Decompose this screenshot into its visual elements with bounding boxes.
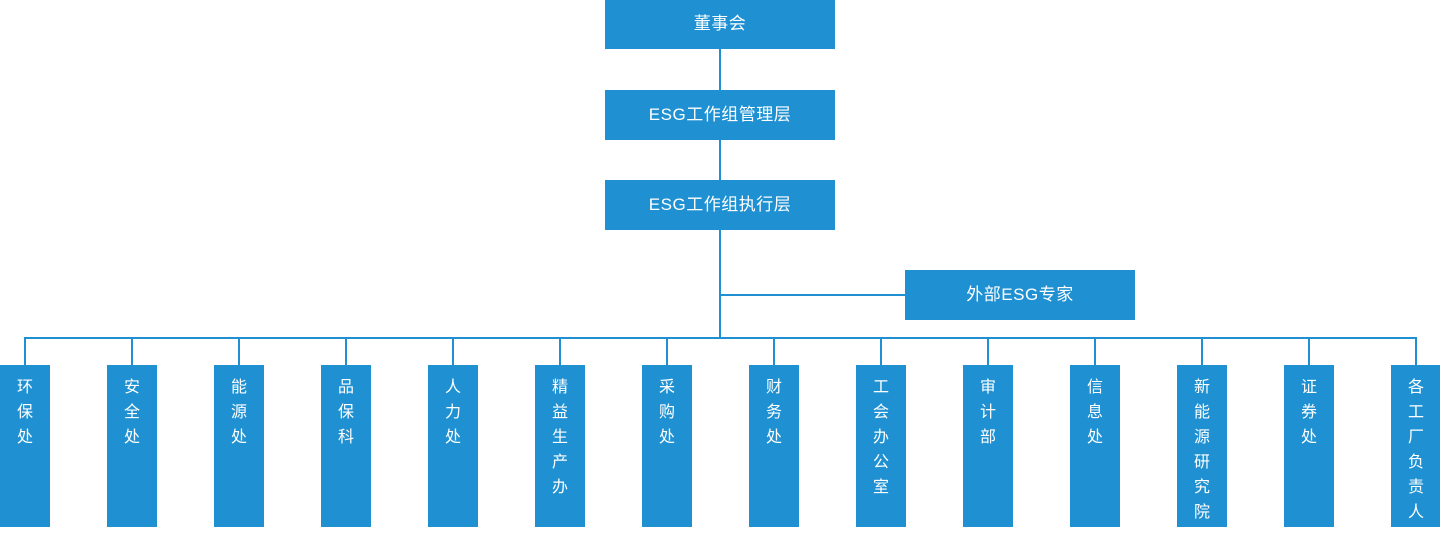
node-external-esg-expert[interactable]: 外部ESG专家 bbox=[905, 270, 1135, 320]
node-department[interactable]: 品保科 bbox=[321, 365, 371, 527]
node-department-label: 信息处 bbox=[1086, 379, 1103, 446]
node-department-label: 精益生产办 bbox=[551, 379, 568, 496]
node-department-label: 能源处 bbox=[230, 379, 247, 446]
connector-department-stem bbox=[987, 337, 989, 365]
node-department-label: 工会办公室 bbox=[872, 379, 889, 496]
node-department[interactable]: 信息处 bbox=[1070, 365, 1120, 527]
connector-execution-to-external-expert bbox=[719, 294, 906, 296]
node-esg-management-layer[interactable]: ESG工作组管理层 bbox=[605, 90, 835, 140]
node-esg-execution-layer[interactable]: ESG工作组执行层 bbox=[605, 180, 835, 230]
node-department-label: 财务处 bbox=[765, 379, 782, 446]
connector-department-stem bbox=[238, 337, 240, 365]
connector-department-stem bbox=[345, 337, 347, 365]
node-department-label: 环保处 bbox=[16, 379, 33, 446]
connector-department-stem bbox=[666, 337, 668, 365]
connector-department-stem bbox=[452, 337, 454, 365]
node-department[interactable]: 能源处 bbox=[214, 365, 264, 527]
node-department[interactable]: 环保处 bbox=[0, 365, 50, 527]
node-department-label: 新能源研究院 bbox=[1193, 379, 1210, 521]
connector-execution-trunk bbox=[719, 230, 721, 338]
connector-department-stem bbox=[1415, 337, 1417, 365]
connector-department-stem bbox=[880, 337, 882, 365]
node-department-label: 证券处 bbox=[1300, 379, 1317, 446]
node-department[interactable]: 审计部 bbox=[963, 365, 1013, 527]
connector-department-stem bbox=[559, 337, 561, 365]
connector-department-stem bbox=[131, 337, 133, 365]
node-esg-execution-layer-label: ESG工作组执行层 bbox=[648, 194, 792, 214]
node-board-label: 董事会 bbox=[693, 14, 747, 34]
node-department[interactable]: 采购处 bbox=[642, 365, 692, 527]
node-department-label: 安全处 bbox=[123, 379, 140, 446]
node-department-label: 品保科 bbox=[337, 379, 354, 446]
node-department[interactable]: 人力处 bbox=[428, 365, 478, 527]
node-board[interactable]: 董事会 bbox=[605, 0, 835, 49]
connector-management-to-execution bbox=[719, 140, 721, 180]
node-department[interactable]: 精益生产办 bbox=[535, 365, 585, 527]
connector-department-stem bbox=[1094, 337, 1096, 365]
node-department-label: 人力处 bbox=[444, 379, 461, 446]
node-department-label: 各工厂负责人 bbox=[1407, 379, 1424, 521]
connector-department-stem bbox=[24, 337, 26, 365]
node-department[interactable]: 工会办公室 bbox=[856, 365, 906, 527]
connector-department-stem bbox=[773, 337, 775, 365]
node-esg-management-layer-label: ESG工作组管理层 bbox=[648, 104, 792, 124]
node-department[interactable]: 新能源研究院 bbox=[1177, 365, 1227, 527]
node-department-label: 审计部 bbox=[979, 379, 996, 446]
node-department-label: 采购处 bbox=[658, 379, 675, 446]
connector-department-stem bbox=[1308, 337, 1310, 365]
connector-department-bus bbox=[24, 337, 1415, 339]
connector-board-to-management bbox=[719, 49, 721, 90]
node-department[interactable]: 财务处 bbox=[749, 365, 799, 527]
node-department[interactable]: 各工厂负责人 bbox=[1391, 365, 1440, 527]
node-external-esg-expert-label: 外部ESG专家 bbox=[966, 284, 1074, 304]
connector-department-stem bbox=[1201, 337, 1203, 365]
node-department[interactable]: 安全处 bbox=[107, 365, 157, 527]
node-department[interactable]: 证券处 bbox=[1284, 365, 1334, 527]
